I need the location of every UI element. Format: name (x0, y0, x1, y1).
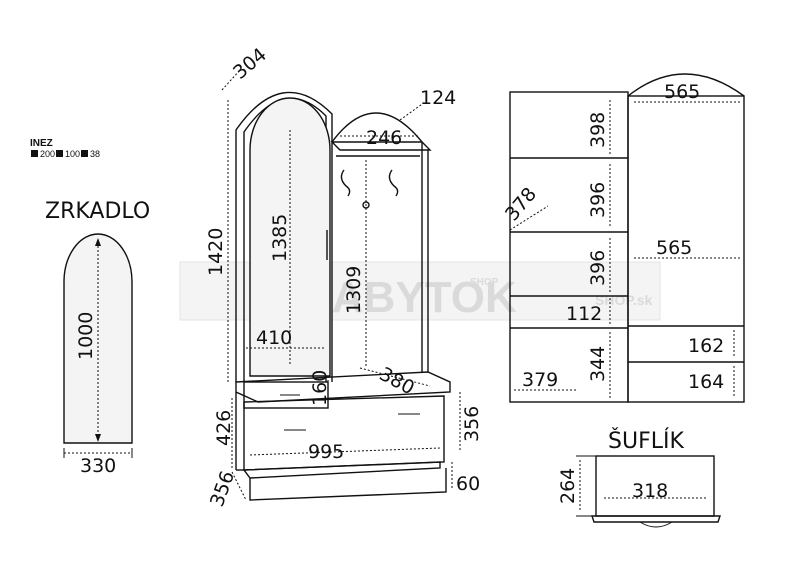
dim-inner-width: 565 (656, 237, 692, 259)
cabinet-outline (235, 91, 333, 382)
dim-shelf4: 112 (566, 303, 602, 325)
hook-icon (388, 169, 399, 197)
side-arch (627, 73, 745, 97)
watermark-domain: SHOP.sk (595, 292, 653, 308)
dim-shelf-width: 246 (366, 127, 402, 149)
side-right-column (627, 95, 745, 403)
dim-mirror-height: 1385 (269, 214, 291, 262)
dim-shelf2: 396 (587, 182, 609, 218)
product-name: INEZ (30, 138, 53, 149)
dim-door-width: 410 (256, 327, 292, 349)
dim-shelf1: 398 (587, 112, 609, 148)
width-icon (56, 150, 63, 157)
dim-bench-height: 356 (461, 406, 483, 442)
hook-icon (340, 169, 351, 197)
door-mirror (249, 97, 331, 377)
dim-bottom-width: 379 (522, 369, 558, 391)
dim-top-width: 565 (664, 81, 700, 103)
drawer-width-label: 318 (632, 480, 668, 502)
hat-shelf (330, 141, 432, 151)
dim-plinth-depth: 356 (206, 468, 239, 510)
main-front-view: 304 124 246 1420 1385 1309 410 160 380 4… (205, 44, 483, 510)
dim-drawer1: 162 (688, 335, 724, 357)
product-dim-height: 200 (40, 149, 55, 159)
product-dim-depth: 38 (90, 149, 100, 159)
mirror-height-label: 1000 (75, 312, 97, 360)
drawer-handle (639, 521, 673, 528)
plinth (242, 461, 441, 479)
dim-base-height: 426 (213, 410, 235, 446)
dim-shelf3: 396 (587, 250, 609, 286)
mirror-panel: ZRKADLO 1000 330 (45, 199, 150, 477)
mirror-title: ZRKADLO (45, 199, 150, 224)
dim-hanger-height: 1309 (343, 266, 365, 314)
product-label: INEZ 200 100 38 (30, 138, 100, 159)
small-drawer (243, 381, 329, 409)
dim-cabinet-height: 1420 (205, 228, 227, 276)
watermark-shop: SHOP (470, 277, 499, 288)
side-view: 398 378 396 396 112 344 379 565 565 162 … (501, 73, 745, 403)
drawer-front (591, 515, 721, 523)
mirror-width-label: 330 (80, 455, 116, 477)
dim-drawer-height: 160 (309, 370, 331, 406)
dim-drawer2: 164 (688, 371, 724, 393)
drawer-title: ŠUFLÍK (608, 428, 684, 454)
dim-depth-top: 304 (229, 44, 271, 84)
dim-side-depth: 378 (501, 183, 541, 225)
dim-plinth-height: 60 (456, 473, 480, 495)
bench-front (243, 395, 445, 471)
height-icon (31, 150, 38, 157)
dim-shelf5: 344 (587, 346, 609, 382)
drawer-height-label: 264 (557, 468, 579, 504)
dim-shelf-depth: 124 (420, 87, 456, 109)
watermark-main: NABYTOK (300, 273, 517, 322)
product-dim-width: 100 (65, 149, 80, 159)
shelf-arch (331, 112, 423, 143)
depth-icon (81, 150, 88, 157)
drawer-panel: ŠUFLÍK 264 318 (557, 428, 721, 528)
dim-bench-width: 995 (308, 441, 344, 463)
